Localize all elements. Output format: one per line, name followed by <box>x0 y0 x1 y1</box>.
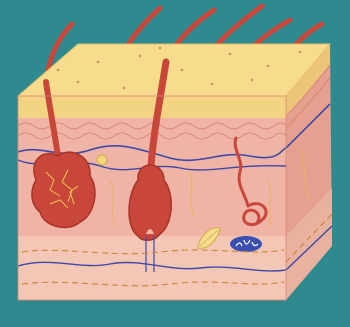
nerve-ending-dot <box>97 155 107 165</box>
blue-oval-structure <box>230 236 262 252</box>
sebaceous-gland-left <box>32 152 95 227</box>
epidermis-front <box>18 96 286 118</box>
